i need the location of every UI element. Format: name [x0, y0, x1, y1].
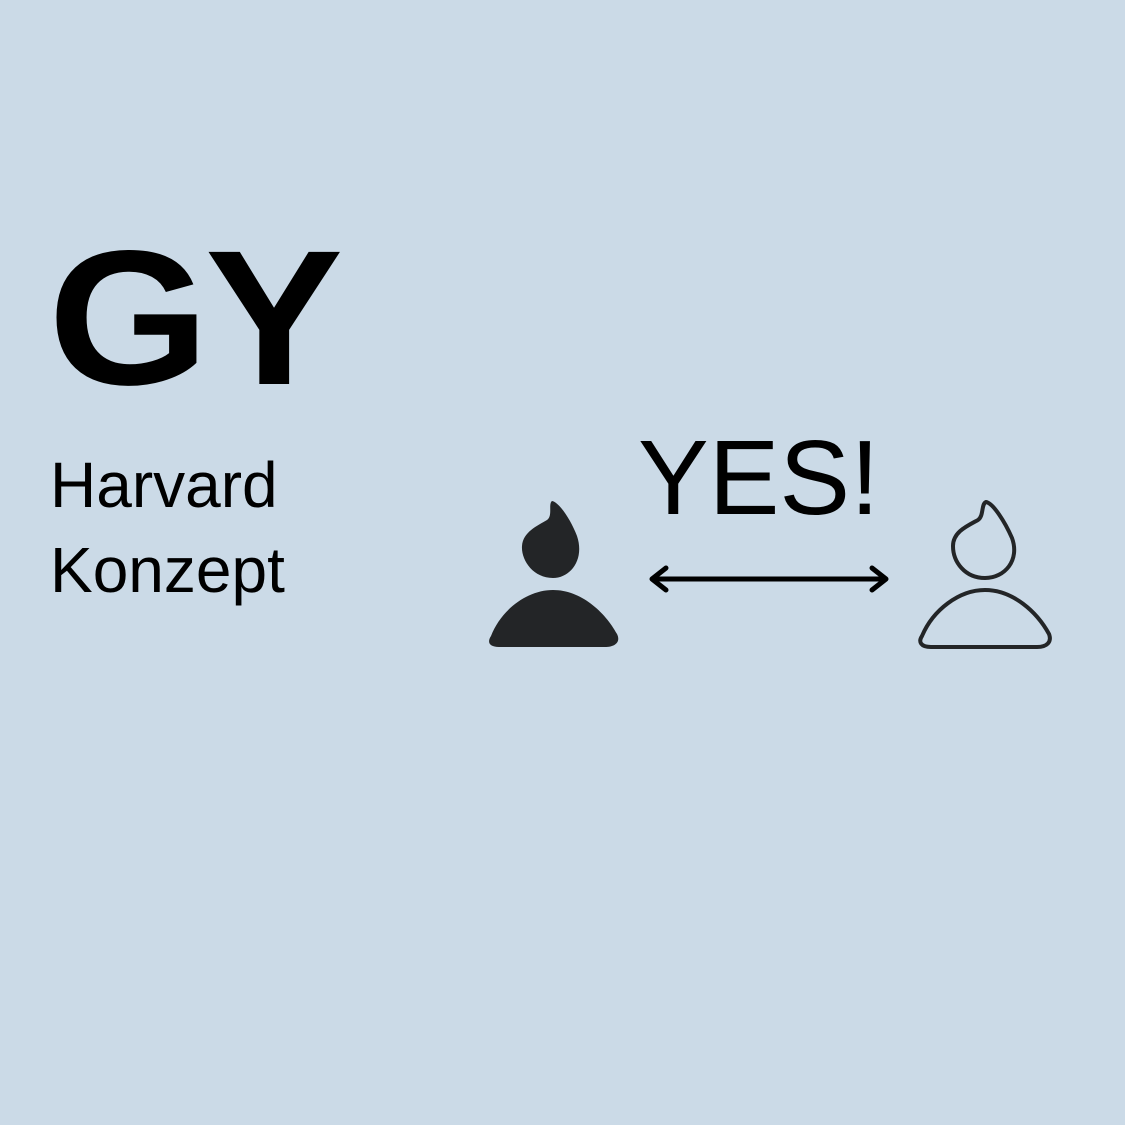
filled-person-icon [489, 501, 619, 647]
page-subtitle: Harvard Konzept [50, 443, 285, 613]
gy-logo: GY [48, 210, 343, 425]
subtitle-line-2: Konzept [50, 534, 285, 606]
double-arrow-icon [649, 565, 889, 593]
subtitle-line-1: Harvard [50, 449, 278, 521]
outline-person-icon [918, 499, 1052, 649]
yes-label: YES! [638, 419, 880, 537]
